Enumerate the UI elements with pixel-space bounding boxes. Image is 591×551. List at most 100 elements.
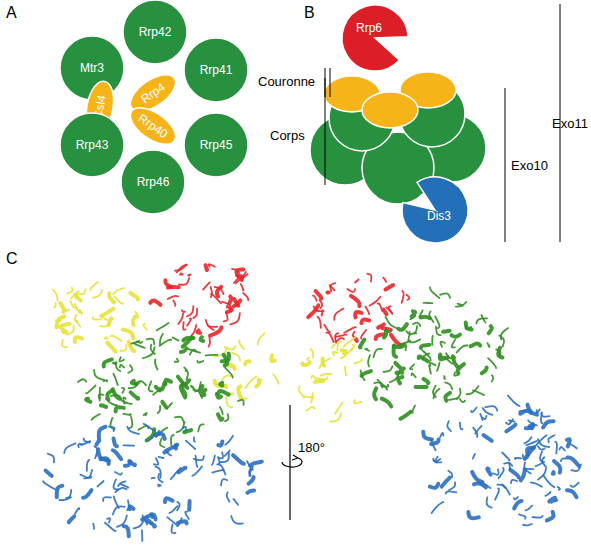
ribbon: [113, 362, 117, 364]
ribbon: [466, 323, 472, 330]
subunit-name: Rrp43: [76, 138, 109, 152]
ribbon: [218, 414, 222, 419]
ribbon: [398, 377, 402, 383]
ribbon: [506, 425, 515, 432]
ribbon: [413, 323, 420, 326]
ribbon: [456, 302, 467, 307]
bracket-label: Corps: [270, 128, 305, 143]
ribbon: [355, 312, 361, 317]
ribbon: [433, 459, 440, 462]
ribbon: [354, 400, 361, 403]
ribbon: [74, 289, 85, 294]
ribbon: [318, 317, 321, 328]
ribbon: [530, 426, 534, 428]
ribbon: [219, 452, 223, 458]
ribbon: [443, 376, 446, 379]
ribbon: [128, 365, 132, 372]
ribbon: [134, 343, 145, 348]
ribbon: [54, 303, 56, 307]
ribbon: [127, 427, 139, 434]
ribbon: [482, 368, 487, 374]
ribbon: [316, 291, 322, 299]
ribbon: [271, 355, 275, 361]
ribbon: [435, 317, 439, 329]
ribbon: [567, 458, 578, 466]
ribbon: [123, 398, 125, 404]
ribbon: [355, 338, 357, 340]
ribbon: [473, 428, 477, 437]
ribbon: [198, 424, 203, 431]
ribbon: [437, 363, 440, 371]
ribbon: [440, 433, 443, 437]
ribbon: [187, 318, 191, 325]
ribbon: [453, 356, 457, 366]
ribbon: [206, 320, 214, 330]
ribbon: [144, 424, 154, 431]
ribbon: [258, 333, 265, 345]
panel-letter: A: [6, 4, 17, 22]
ribbon: [549, 498, 555, 502]
ribbon: [173, 338, 179, 341]
ribbon: [241, 284, 244, 290]
ribbon: [130, 293, 138, 299]
ribbon: [480, 414, 482, 420]
ribbon: [509, 420, 514, 421]
ribbon: [547, 512, 554, 520]
ribbon: [225, 368, 233, 378]
ribbon: [406, 331, 409, 334]
ribbon: [60, 303, 64, 311]
ribbon: [224, 313, 228, 322]
ribbon: [69, 516, 74, 522]
ribbon: [414, 326, 417, 333]
subunit-name: Dis3: [427, 209, 451, 223]
ribbon: [502, 452, 509, 460]
ribbon: [510, 470, 518, 478]
ribbon: [187, 501, 191, 510]
ribbon: [209, 264, 215, 267]
ribbon: [178, 518, 181, 526]
ribbon: [122, 388, 124, 393]
ribbon: [222, 375, 232, 379]
ribbon: [130, 506, 134, 509]
ribbon: [92, 414, 100, 420]
ribbon: [307, 358, 310, 362]
ribbon: [159, 457, 164, 458]
ribbon: [384, 331, 386, 338]
ribbon: [157, 323, 169, 330]
ribbon: [524, 437, 531, 443]
ribbon: [114, 479, 118, 489]
brackets: [325, 4, 560, 242]
ribbon: [487, 469, 490, 475]
ribbon: [429, 365, 431, 373]
ribbon: [225, 436, 233, 445]
ribbon: [335, 333, 338, 343]
ribbon: [201, 337, 204, 341]
ribbon: [561, 458, 566, 461]
ribbon: [193, 309, 197, 318]
ribbon: [225, 450, 230, 455]
ribbon: [341, 350, 346, 353]
ribbon: [492, 375, 494, 381]
ribbon: [495, 488, 499, 499]
ribbon: [476, 318, 487, 323]
ribbon: [218, 464, 225, 474]
ribbon: [202, 394, 205, 395]
ribbon: [347, 289, 355, 292]
ribbon: [523, 524, 532, 526]
ribbon: [75, 337, 82, 342]
ribbon: [374, 388, 376, 399]
ribbon: [121, 484, 129, 488]
ribbon: [141, 530, 143, 541]
ribbon: [113, 288, 124, 294]
ribbon: [79, 310, 82, 314]
ribbon: [187, 306, 193, 316]
ribbon: [474, 483, 486, 487]
ribbon: [154, 458, 158, 464]
ribbon: [567, 439, 570, 446]
ribbon: [194, 456, 204, 460]
ribbon: [232, 353, 240, 361]
ribbon: [421, 345, 430, 348]
ribbon: [458, 304, 463, 306]
ribbon: [186, 441, 195, 449]
ribbon: [395, 363, 403, 369]
